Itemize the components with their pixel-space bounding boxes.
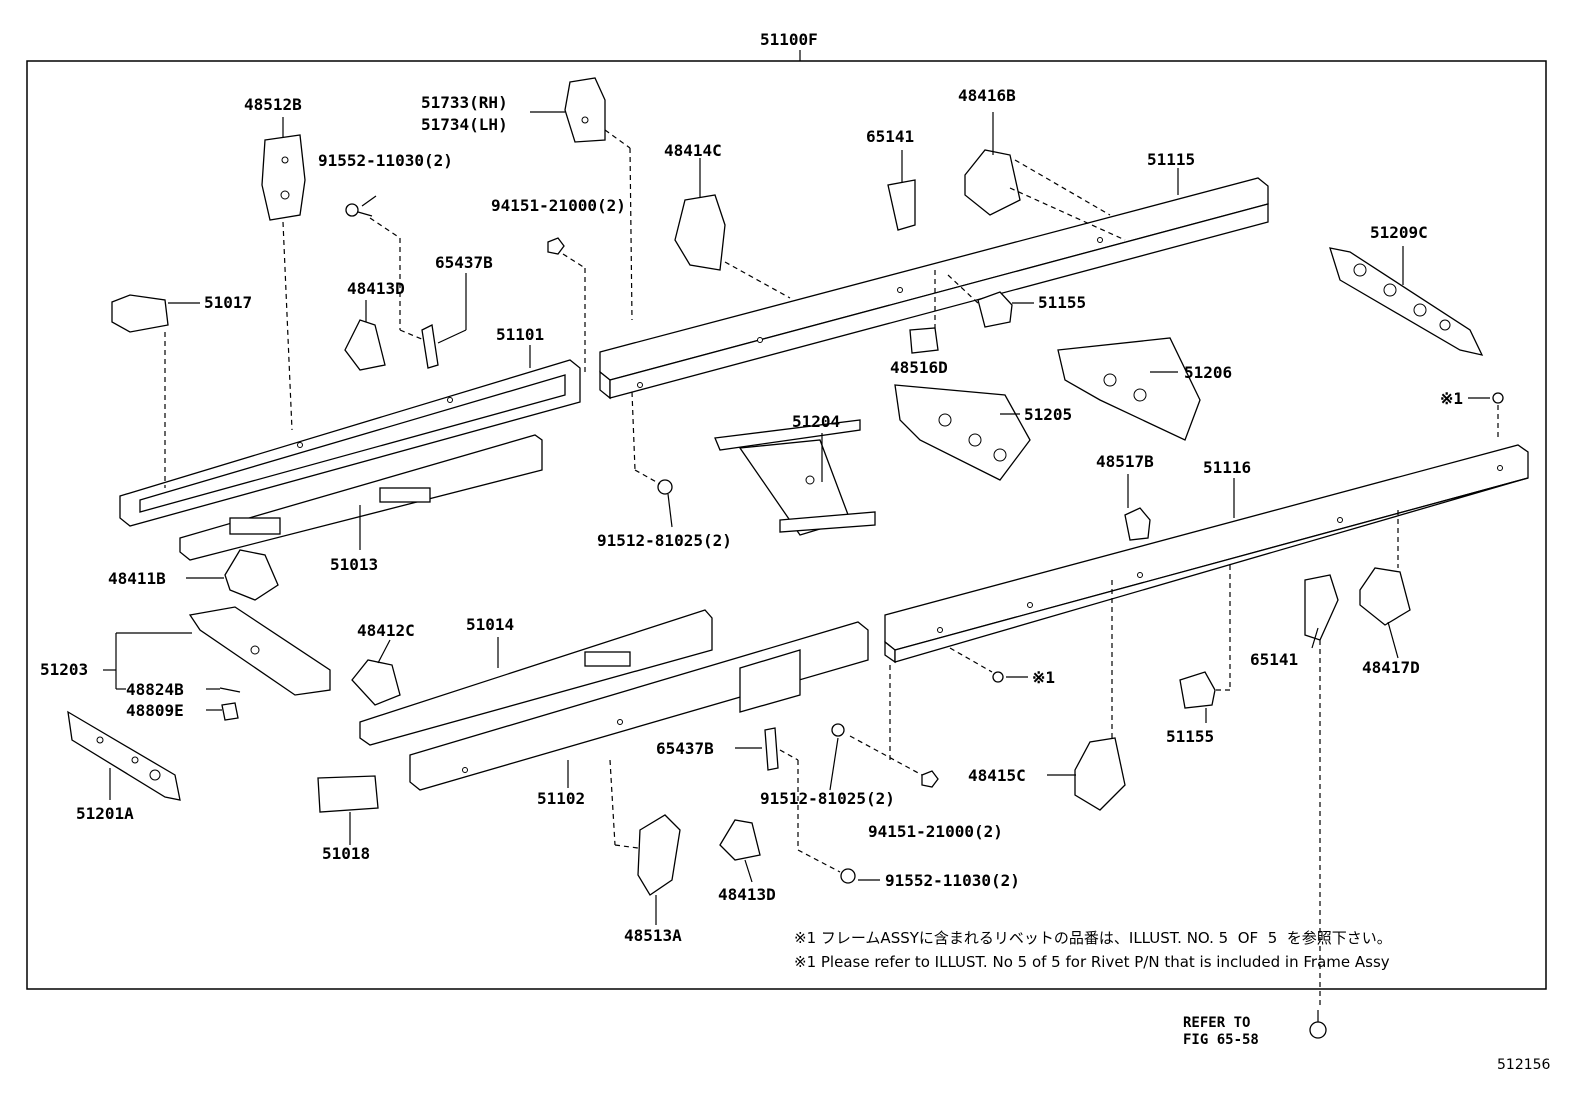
part-label-91512-top[interactable]: 91512-81025(2) <box>597 531 732 550</box>
part-65141-top-bracket <box>887 179 916 231</box>
rivet-marker-top[interactable]: ※1 <box>1440 389 1464 408</box>
part-48413D-bot-bracket <box>719 819 761 861</box>
part-label-91552-top[interactable]: 91552-11030(2) <box>318 151 453 170</box>
rivet-top <box>1492 392 1504 404</box>
part-label-48413D-top[interactable]: 48413D <box>347 279 405 298</box>
part-label-51102[interactable]: 51102 <box>537 789 586 808</box>
part-51203-crossmember <box>188 606 331 696</box>
part-label-51205[interactable]: 51205 <box>1024 405 1073 424</box>
part-label-51018[interactable]: 51018 <box>322 844 371 863</box>
part-51209C-crossmember <box>1329 247 1484 356</box>
part-label-51209C[interactable]: 51209C <box>1370 223 1428 242</box>
part-48411B-bracket <box>224 549 279 601</box>
part-label-48516D[interactable]: 48516D <box>890 358 948 377</box>
part-label-48416B[interactable]: 48416B <box>958 86 1016 105</box>
part-label-51115[interactable]: 51115 <box>1147 150 1196 169</box>
part-label-51155-top[interactable]: 51155 <box>1038 293 1087 312</box>
note-english: ※1 Please refer to ILLUST. No 5 of 5 for… <box>794 953 1390 971</box>
part-label-48517B[interactable]: 48517B <box>1096 452 1154 471</box>
part-label-48809E[interactable]: 48809E <box>126 701 184 720</box>
part-51116-rail <box>884 444 1529 664</box>
part-48417D-bracket <box>1359 567 1411 626</box>
part-label-94151-top[interactable]: 94151-21000(2) <box>491 196 626 215</box>
part-label-51017[interactable]: 51017 <box>204 293 253 312</box>
part-label-48513A[interactable]: 48513A <box>624 926 682 945</box>
refer-fig-line[interactable]: FIG 65-58 <box>1183 1032 1259 1048</box>
part-51102-rail <box>409 621 869 791</box>
part-48413D-top-bracket <box>344 319 386 371</box>
figure-number: 512156 <box>1497 1057 1551 1073</box>
part-label-51203[interactable]: 51203 <box>40 660 89 679</box>
part-48412C-bracket <box>351 659 401 706</box>
part-51155-top-bracket <box>977 291 1013 328</box>
note-japanese: ※1 フレームASSYに含まれるリベットの品番は、ILLUST. NO. 5 O… <box>794 929 1392 947</box>
bolt-91552-top <box>345 203 373 217</box>
part-label-65437B-top[interactable]: 65437B <box>435 253 493 272</box>
assembly-label[interactable]: 51100F <box>760 30 818 49</box>
part-label-48412C[interactable]: 48412C <box>357 621 415 640</box>
part-label-51014[interactable]: 51014 <box>466 615 515 634</box>
part-label-51733[interactable]: 51733(RH) <box>421 93 508 112</box>
clip-48824B <box>219 687 241 693</box>
part-48414C-bracket <box>674 194 726 271</box>
part-label-48417D[interactable]: 48417D <box>1362 658 1420 677</box>
part-label-48824B[interactable]: 48824B <box>126 680 184 699</box>
part-label-51155-bot[interactable]: 51155 <box>1166 727 1215 746</box>
part-label-65141-bot[interactable]: 65141 <box>1250 650 1299 669</box>
nut-94151-bot <box>921 770 939 788</box>
part-51013-rail <box>179 434 543 561</box>
part-label-51204[interactable]: 51204 <box>792 412 841 431</box>
part-51018-bracket <box>317 775 379 813</box>
part-65141-bot-bracket <box>1304 574 1339 641</box>
bolt-91512-top <box>657 479 673 495</box>
part-label-51013[interactable]: 51013 <box>330 555 379 574</box>
part-65437B-top-bracket <box>421 324 439 369</box>
part-label-51734[interactable]: 51734(LH) <box>421 115 508 134</box>
part-label-48414C[interactable]: 48414C <box>664 141 722 160</box>
rivet-marker-mid[interactable]: ※1 <box>1032 668 1056 687</box>
part-label-48411B[interactable]: 48411B <box>108 569 166 588</box>
part-48516D-bracket <box>909 327 939 354</box>
part-48415C-bracket <box>1074 737 1126 811</box>
part-label-51101[interactable]: 51101 <box>496 325 545 344</box>
part-48513A-bracket <box>637 814 681 896</box>
part-label-91512-bot[interactable]: 91512-81025(2) <box>760 789 895 808</box>
part-51204-crossmember <box>714 419 876 536</box>
part-48416B-bracket <box>964 149 1021 216</box>
part-label-48512B[interactable]: 48512B <box>244 95 302 114</box>
part-48517B-bracket <box>1124 507 1151 541</box>
part-label-91552-bot[interactable]: 91552-11030(2) <box>885 871 1020 890</box>
part-label-65141-top[interactable]: 65141 <box>866 127 915 146</box>
part-label-48413D-bot[interactable]: 48413D <box>718 885 776 904</box>
part-51014-rail <box>359 609 713 746</box>
rivet-mid <box>992 671 1004 683</box>
part-48512B-bracket <box>261 134 306 221</box>
part-label-51201A[interactable]: 51201A <box>76 804 134 823</box>
part-51155-bot-bracket <box>1179 671 1216 709</box>
part-65437B-bot-bracket <box>764 727 779 771</box>
diagram-border <box>26 60 1547 990</box>
part-51206-crossmember <box>1057 337 1201 441</box>
bolt-refer <box>1309 1010 1327 1039</box>
part-51201A-crossmember <box>67 710 181 801</box>
bolt-91552-bot <box>840 868 856 884</box>
part-label-51116[interactable]: 51116 <box>1203 458 1252 477</box>
part-51017-bracket <box>111 294 169 333</box>
part-label-65437B-bot[interactable]: 65437B <box>656 739 714 758</box>
part-51101-rail <box>119 359 581 527</box>
clip-48809E <box>221 702 239 721</box>
refer-to-line[interactable]: REFER TO <box>1183 1015 1251 1031</box>
nut-94151-top <box>547 237 565 255</box>
part-51733-bracket <box>564 77 606 143</box>
part-label-51206[interactable]: 51206 <box>1184 363 1233 382</box>
part-51205-crossmember <box>894 384 1031 481</box>
part-label-48415C[interactable]: 48415C <box>968 766 1026 785</box>
part-label-94151-bot[interactable]: 94151-21000(2) <box>868 822 1003 841</box>
bolt-91512-bot <box>831 723 845 737</box>
